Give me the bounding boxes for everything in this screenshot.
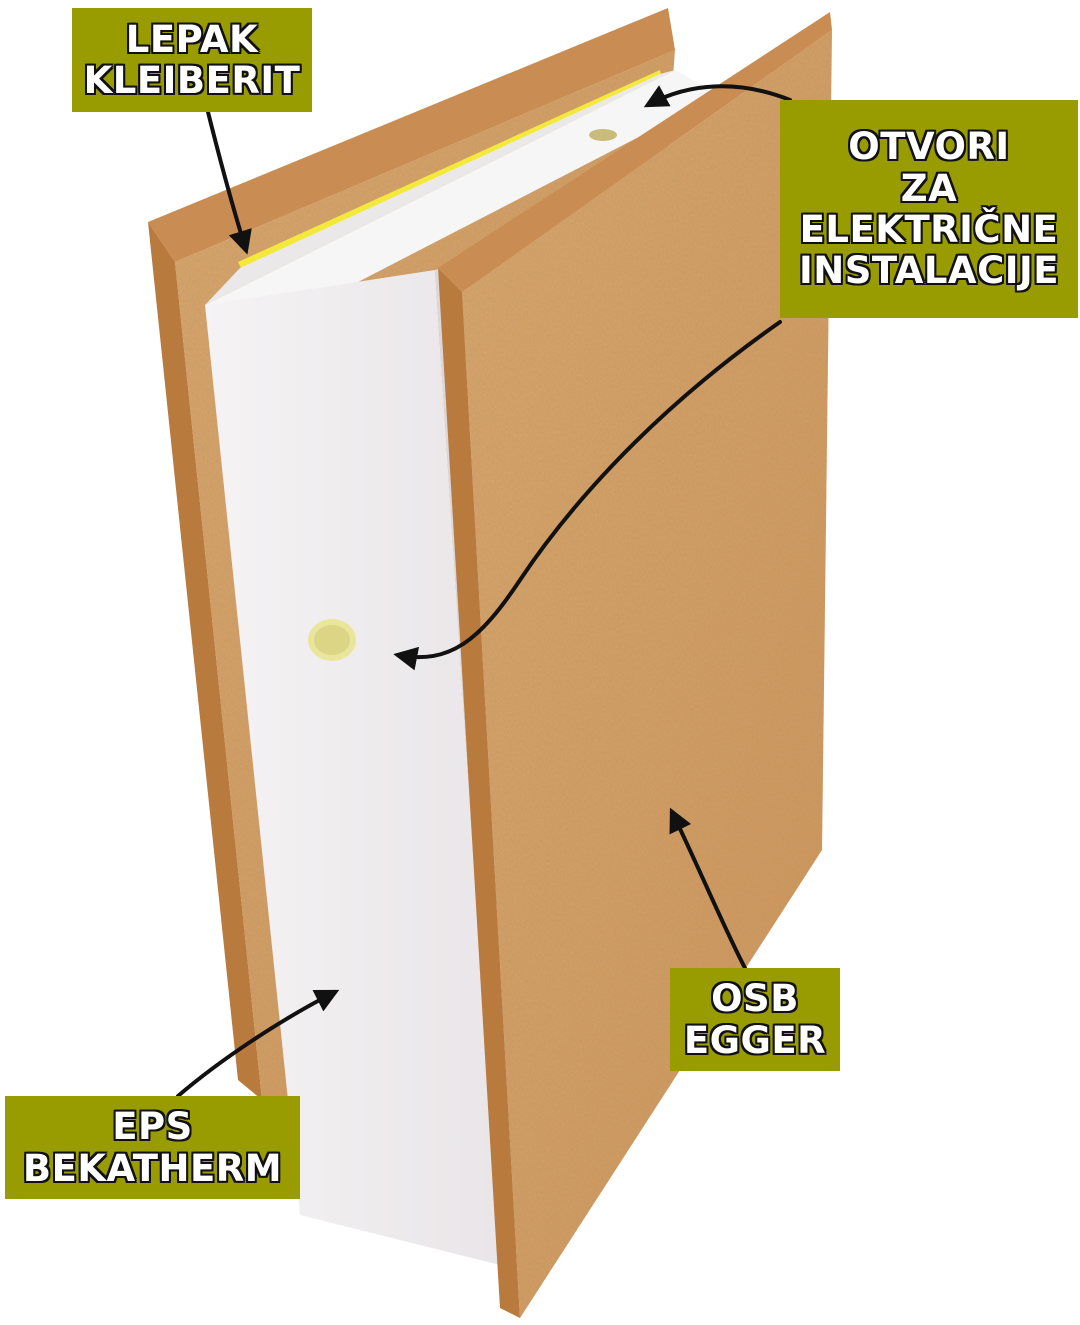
label-line: LEPAK (126, 19, 258, 60)
label-line: INSTALACIJE (799, 250, 1059, 291)
label-line: ELEKTRIČNE (800, 209, 1059, 250)
label-otvori-za-elektricne-instalacije: OTVORI ZA ELEKTRIČNE INSTALACIJE (780, 100, 1078, 318)
label-line: BEKATHERM (23, 1148, 282, 1189)
label-line: OSB (711, 978, 799, 1019)
label-line: EPS (112, 1106, 193, 1147)
cable-hole-top (589, 129, 617, 141)
label-lepak-kleiberit: LEPAK KLEIBERIT (72, 8, 312, 112)
label-line: EGGER (684, 1020, 826, 1061)
label-line: OTVORI (848, 126, 1009, 167)
label-osb-egger: OSB EGGER (670, 968, 840, 1071)
label-line: ZA (901, 168, 957, 209)
label-line: KLEIBERIT (84, 60, 301, 101)
label-eps-bekatherm: EPS BEKATHERM (5, 1096, 300, 1199)
